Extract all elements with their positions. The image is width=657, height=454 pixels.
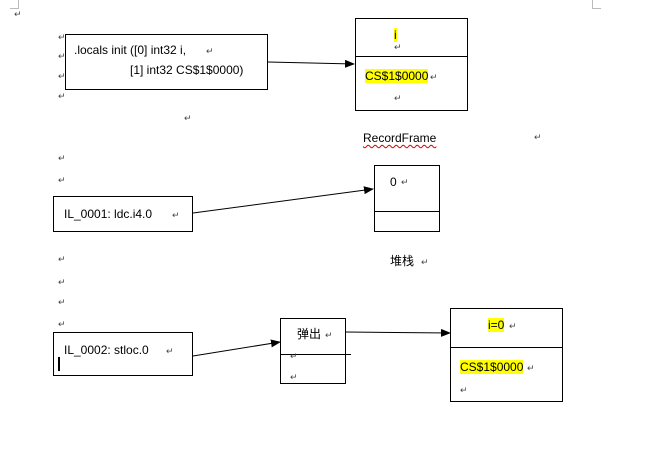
paragraph-mark: ↵	[509, 321, 517, 331]
locals-line-1: .locals init ([0] int32 i,	[74, 43, 187, 57]
paragraph-mark: ↵	[394, 42, 402, 52]
record-frame-caption-text: RecordFrame	[363, 131, 437, 145]
pop-label: 弹出	[297, 327, 322, 341]
arrow-pop-to-result-frame	[345, 328, 451, 337]
stack-caption: 堆栈	[390, 254, 414, 268]
paragraph-mark: ↵	[394, 93, 402, 103]
paragraph-mark: ↵	[58, 71, 66, 81]
stack-value: 0	[390, 175, 397, 189]
paragraph-mark: ↵	[206, 46, 214, 56]
paragraph-mark: ↵	[58, 32, 66, 42]
record-frame-cell-cs: CS$1$0000	[365, 69, 429, 83]
paragraph-mark: ↵	[290, 372, 298, 382]
stack-caption-text: 堆栈	[390, 254, 415, 268]
paragraph-mark: ↵	[172, 210, 180, 220]
paragraph-mark: ↵	[421, 257, 429, 267]
instruction-stloc-box: IL_0002: stloc.0 ↵	[53, 332, 193, 376]
result-table-divider	[451, 347, 562, 348]
paragraph-mark: ↵	[58, 254, 66, 264]
paragraph-mark: ↵	[527, 363, 535, 373]
stack-box: 0 ↵	[374, 165, 440, 232]
table-divider	[356, 56, 467, 57]
record-frame-table: i ↵ CS$1$0000 ↵ ↵	[355, 18, 468, 111]
paragraph-mark: ↵	[166, 346, 174, 356]
paragraph-mark: ↵	[534, 132, 542, 142]
locals-init-box: .locals init ([0] int32 i, ↵ [1] int32 C…	[65, 34, 268, 90]
paragraph-mark: ↵	[325, 330, 333, 340]
paragraph-mark: ↵	[58, 319, 66, 329]
result-frame-cell-i: i=0	[488, 318, 505, 332]
arrow-stloc-to-pop	[192, 339, 281, 357]
record-frame-caption: RecordFrame	[363, 131, 436, 145]
paragraph-mark: ↵	[58, 51, 66, 61]
locals-line-2: [1] int32 CS$1$0000)	[130, 63, 244, 77]
record-frame-cell-i: i	[394, 28, 397, 42]
paragraph-mark: ↵	[58, 277, 66, 287]
result-frame-cell-cs: CS$1$0000	[460, 360, 524, 374]
result-frame-table: i=0 ↵ CS$1$0000 ↵ ↵	[450, 308, 563, 402]
paragraph-mark: ↵	[184, 113, 192, 123]
paragraph-mark: ↵	[430, 72, 438, 82]
pop-divider	[281, 354, 351, 355]
paragraph-mark: ↵	[58, 91, 66, 101]
paragraph-mark: ↵	[58, 297, 66, 307]
stack-divider	[375, 211, 439, 212]
instruction-stloc-text: IL_0002: stloc.0	[64, 343, 149, 357]
arrow-locals-to-record-frame	[267, 59, 355, 68]
paragraph-mark: ↵	[14, 9, 22, 19]
crop-mark-top-right	[592, 0, 601, 9]
paragraph-mark: ↵	[58, 153, 66, 163]
pop-box: 弹出 ↵ ↵ ↵	[280, 318, 351, 384]
instruction-ldc-box: IL_0001: ldc.i4.0 ↵	[53, 196, 193, 232]
paragraph-mark: ↵	[58, 175, 66, 185]
paragraph-mark: ↵	[460, 385, 468, 395]
arrow-ldc-to-stack	[192, 186, 374, 214]
instruction-ldc-text: IL_0001: ldc.i4.0	[64, 207, 153, 221]
text-cursor	[58, 357, 60, 371]
crop-mark-top-left	[10, 0, 19, 9]
paragraph-mark: ↵	[401, 177, 409, 187]
paragraph-mark: ↵	[290, 351, 298, 361]
